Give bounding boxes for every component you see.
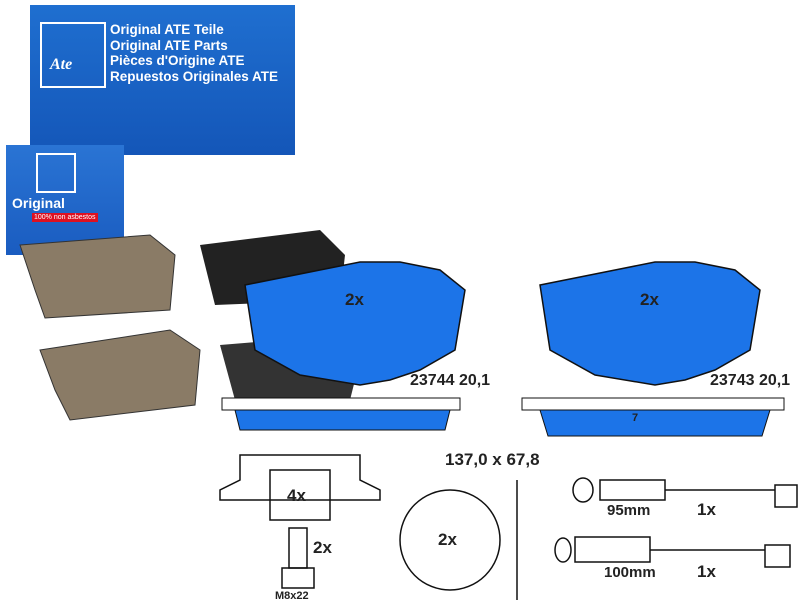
wear-sensors bbox=[554, 477, 798, 568]
box-text: Original ATE Teile Original ATE Parts Pi… bbox=[110, 22, 278, 84]
bolt bbox=[281, 527, 315, 589]
brake-pad-left bbox=[221, 261, 466, 431]
bolt-size: M8x22 bbox=[275, 590, 309, 602]
sensor-length: 100mm bbox=[604, 564, 656, 581]
pad-left-part-number: 23744 20,1 bbox=[410, 372, 491, 389]
ate-box bbox=[30, 5, 295, 155]
spring-clip bbox=[219, 454, 381, 521]
brake-pad-right bbox=[521, 261, 785, 437]
bolt-quantity: 2x bbox=[313, 538, 332, 557]
sensor-quantity: 1x bbox=[697, 562, 716, 581]
sensor-quantity: 1x bbox=[697, 500, 716, 519]
box-line: Original ATE Parts bbox=[110, 37, 228, 53]
pad-dimensions: 137,0 x 67,8 bbox=[445, 450, 540, 469]
box-line: Repuestos Originales ATE bbox=[110, 68, 279, 84]
wear-indicator-mark: 7 bbox=[632, 412, 639, 424]
small-box bbox=[6, 145, 124, 255]
sensor-length: 95mm bbox=[607, 502, 651, 519]
box-line: Original ATE Teile bbox=[110, 22, 224, 37]
shim-quantity: 2x bbox=[438, 530, 457, 549]
clip-quantity: 4x bbox=[287, 486, 306, 505]
pad-right-quantity: 2x bbox=[640, 290, 659, 309]
shim bbox=[399, 480, 518, 600]
small-box-badge: 100% non asbestos bbox=[32, 213, 98, 222]
pad-left-quantity: 2x bbox=[345, 290, 364, 309]
small-box-title: Original bbox=[12, 195, 65, 211]
pad-right-part-number: 23743 20,1 bbox=[710, 372, 791, 389]
ate-logo: Ate bbox=[40, 22, 106, 88]
box-line: Pièces d'Origine ATE bbox=[110, 53, 245, 68]
